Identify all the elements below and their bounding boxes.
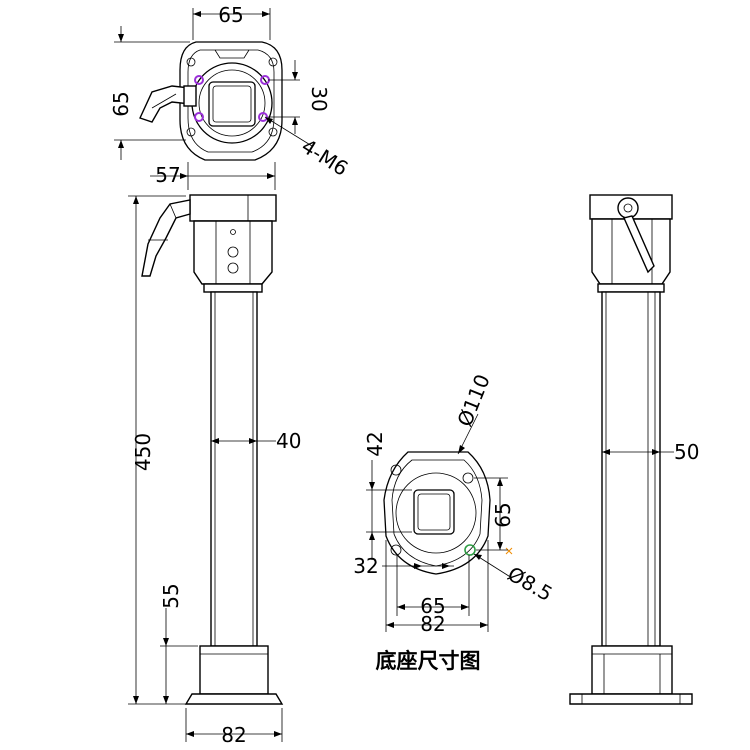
top-view: 65 65 30 4-M6 57 xyxy=(109,3,352,190)
base-dim-diameter: Ø110 xyxy=(452,371,494,430)
m6-hole-marker xyxy=(194,112,204,122)
base-dim-top: 42 xyxy=(363,431,387,456)
front-head-cap xyxy=(189,194,277,222)
side-lever-knob-icon xyxy=(617,197,639,219)
top-hole-label: 4-M6 xyxy=(297,134,352,181)
base-plate xyxy=(383,451,491,575)
top-dim-width: 65 xyxy=(218,3,243,27)
base-hole-marker xyxy=(464,544,476,556)
top-view-housing xyxy=(179,41,283,161)
front-dim-base-width: 82 xyxy=(221,723,246,747)
base-view: Ø110 42 65 32 Ø8.5 65 xyxy=(353,371,556,673)
side-dim-pipe: 50 xyxy=(674,440,699,464)
front-lever-icon xyxy=(141,199,191,277)
front-dim-base-height: 55 xyxy=(159,583,183,608)
side-view: 50 xyxy=(569,194,699,705)
front-head-body xyxy=(193,220,273,285)
base-caption: 底座尺寸图 xyxy=(376,649,481,673)
base-dim-inner-width: 65 xyxy=(420,594,445,618)
base-dim-outer-width: 82 xyxy=(420,612,445,636)
front-dim-height: 450 xyxy=(131,433,155,471)
top-dim-height: 65 xyxy=(109,91,133,116)
base-dim-left: 32 xyxy=(353,554,378,578)
m6-hole-marker xyxy=(258,112,268,122)
top-dim-inner: 30 xyxy=(307,86,331,111)
base-dim-hole: Ø8.5 xyxy=(504,562,557,607)
side-pole xyxy=(601,291,661,647)
m6-hole-marker xyxy=(194,75,204,85)
front-pole xyxy=(210,291,258,647)
top-dim-offset: 57 xyxy=(155,163,180,187)
front-dim-pipe: 40 xyxy=(276,429,301,453)
base-dim-right: 65 xyxy=(491,502,515,527)
lever-handle-icon xyxy=(139,85,191,123)
front-view: 450 55 40 82 xyxy=(128,194,301,747)
front-base xyxy=(199,645,269,695)
